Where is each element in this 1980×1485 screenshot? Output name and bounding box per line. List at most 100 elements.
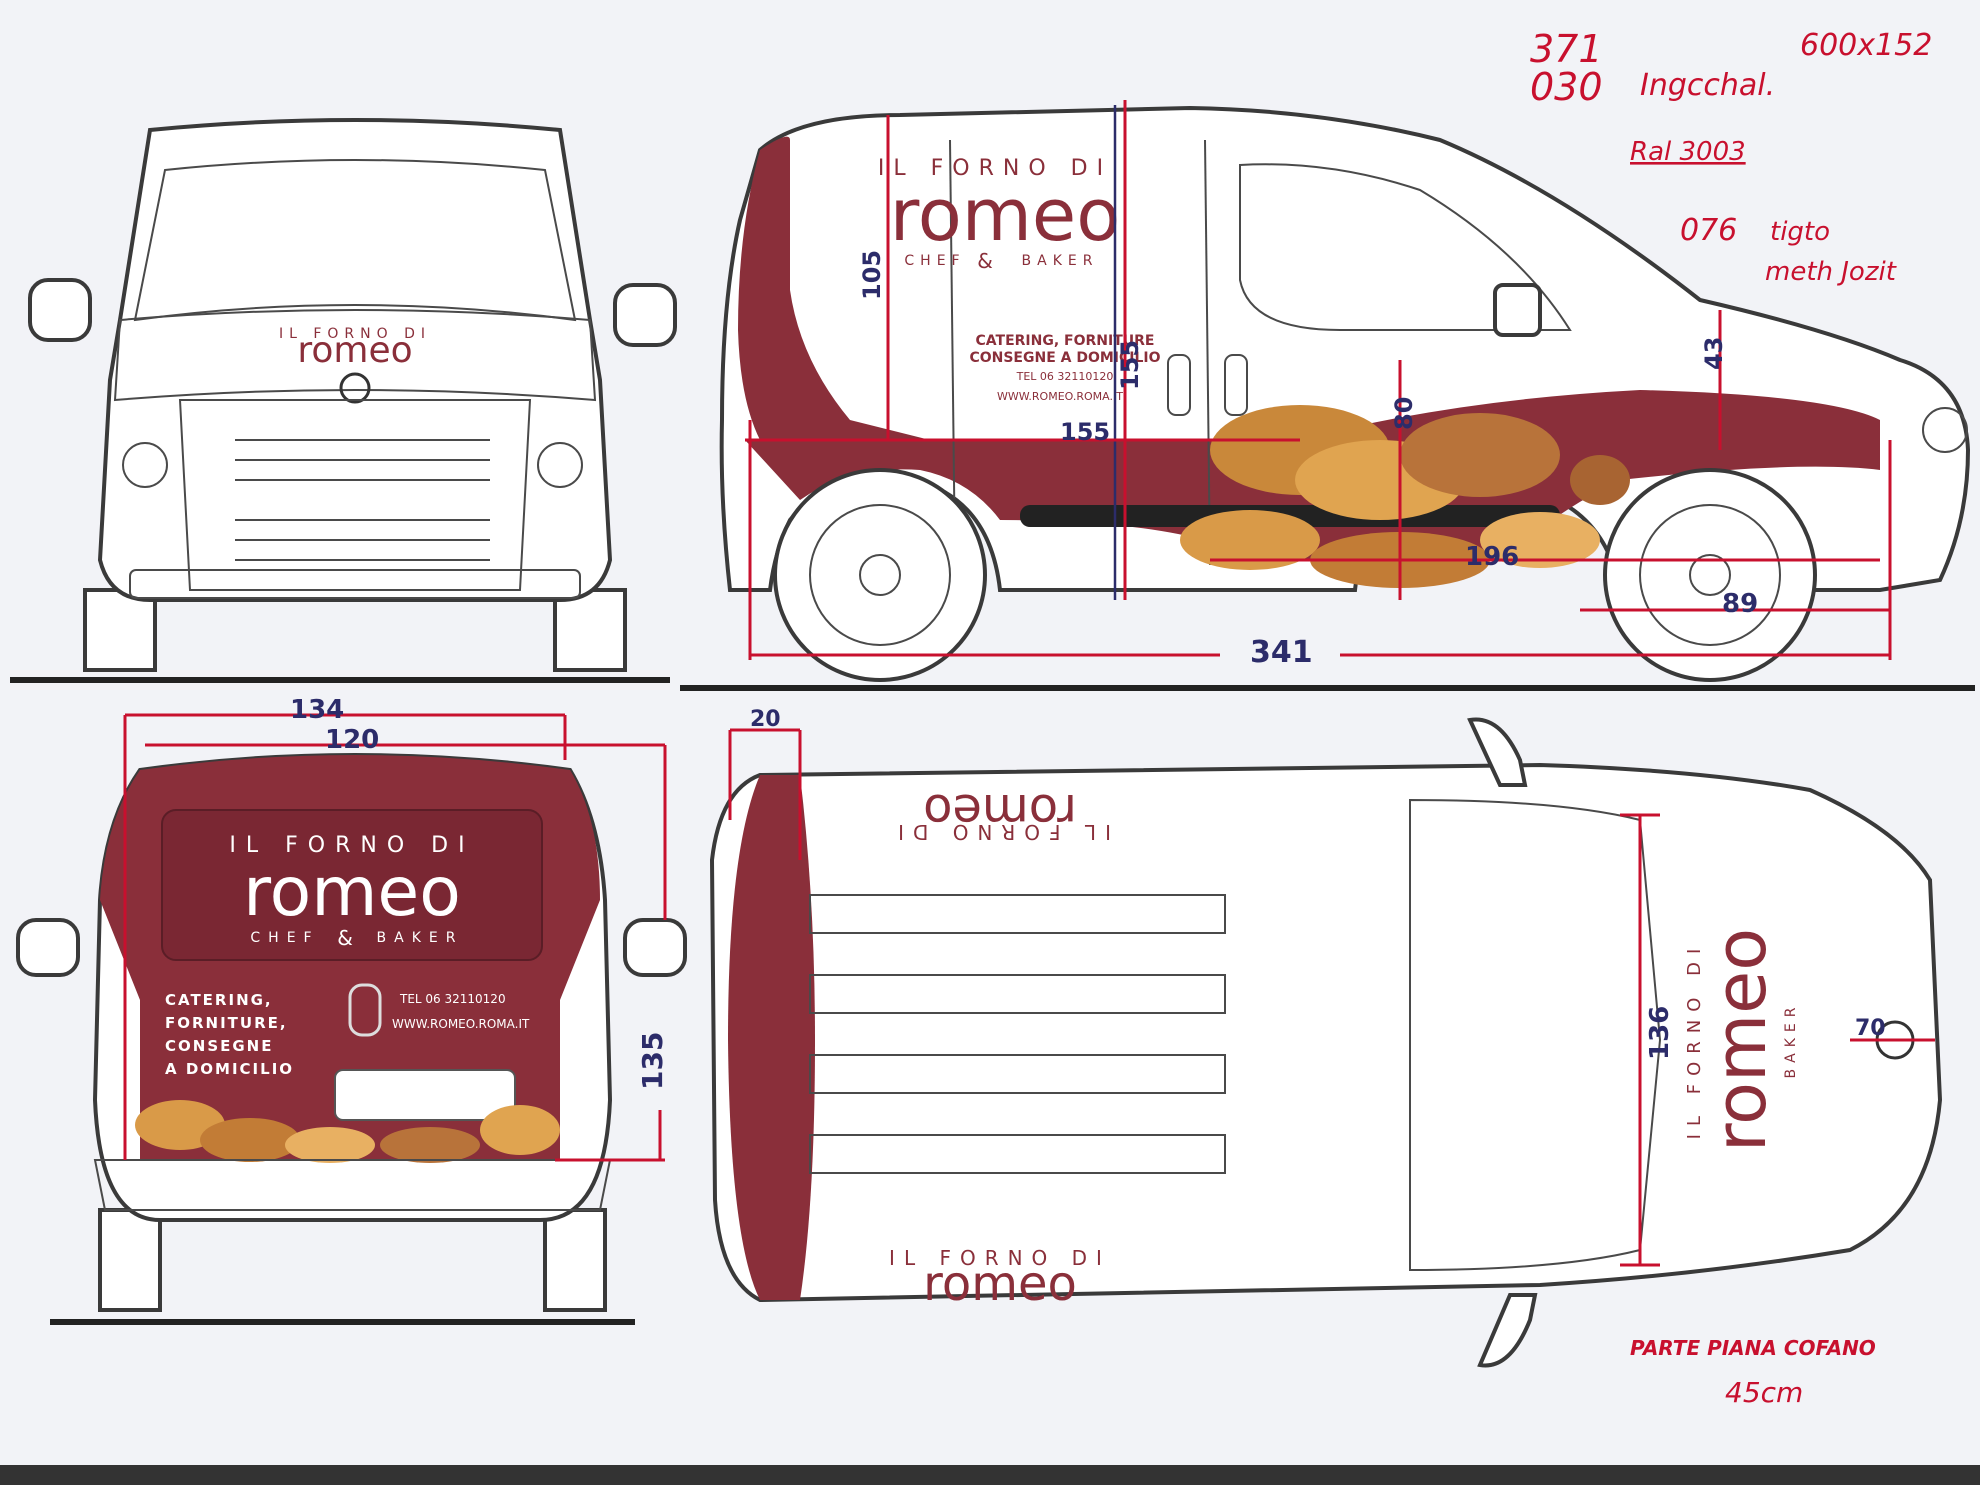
rear-logo-sub-right: BAKER [377,930,464,946]
note-hood-flat: PARTE PIANA COFANO [1630,1336,1876,1360]
side-services-1: CATERING, FORNITURE [976,333,1155,349]
top-mirror-upper [1467,717,1528,787]
side-door-handle-2 [1224,354,1248,416]
roof-rail-1 [809,894,1226,934]
dim-155-vertical: 155 [1116,340,1144,390]
note-076-word: tigto [1770,217,1830,247]
note-030: 030 [1530,65,1603,109]
rear-bread-photo [135,1100,560,1163]
dim-89: 89 [1722,589,1758,619]
side-door-line [1204,139,1211,566]
side-dimensions [745,100,1892,660]
front-wheel-right [553,588,627,672]
table-edge [0,1465,1980,1485]
rear-handle [348,983,382,1037]
rear-bumper [93,1159,612,1211]
top-logo-hood: IL FORNO DI romeo BAKER [1684,928,1799,1152]
rear-services-3: CONSEGNE [165,1037,273,1055]
top-side-logo-pre: IL FORNO DI [889,1246,1111,1270]
front-logo-pre: IL FORNO DI [279,326,431,342]
note-076: 076 [1680,213,1737,248]
front-hood-line [113,309,597,402]
rear-services-2: FORNITURE, [165,1014,288,1032]
note-030-word: Ingcchal. [1640,68,1775,103]
dim-80: 80 [1390,397,1418,430]
dim-136: 136 [1645,1006,1675,1060]
side-tel: TEL 06 32110120 [1016,370,1114,383]
rear-dimensions [123,713,667,1162]
dim-70: 70 [1855,1016,1886,1041]
dim-105: 105 [858,250,886,300]
rear-logo-name: romeo [243,853,461,932]
note-371: 371 [1530,27,1603,71]
side-window [1239,163,1572,331]
front-grille-bars [235,439,490,561]
top-windshield [1409,798,1662,1272]
side-wheel-front [1603,468,1817,682]
rear-view: IL FORNO DI romeo CHEF & BAKER CATERING,… [16,753,687,1312]
top-hood-logo-name: romeo [1700,928,1782,1152]
side-logo-name: romeo [890,173,1121,257]
dim-155-horizontal: 155 [1060,418,1110,446]
dim-134: 134 [290,695,344,725]
rear-services-4: A DOMICILIO [165,1060,294,1078]
side-maroon-rear [738,136,930,440]
rear-logo-sub-left: CHEF [250,930,319,946]
dim-120: 120 [325,725,379,755]
side-logo-pre: IL FORNO DI [878,156,1112,181]
front-grille-frame [178,399,532,591]
dim-196: 196 [1465,542,1519,572]
top-body [709,762,1943,1303]
note-size: 600x152 [1800,28,1932,63]
front-logo-name: romeo [297,330,412,371]
top-maroon-rear [728,775,815,1300]
side-door-handle-1 [1167,354,1191,416]
dim-135: 135 [636,1032,669,1090]
mirror-right [613,283,677,347]
front-view: IL FORNO DI romeo [28,118,677,672]
mirror-left [28,278,92,342]
side-logo-sub-amp: & [977,249,993,273]
top-hood-logo-pre: IL FORNO DI [1684,941,1705,1140]
side-view: IL FORNO DI romeo CHEF & BAKER CATERING,… [719,105,1971,682]
rear-plate [334,1069,516,1121]
side-logo-sub-right: BAKER [1022,253,1099,269]
headlamp-left [122,442,168,488]
note-hood-size: 45cm [1725,1376,1803,1409]
mirror-rear-left [16,918,80,977]
side-door-line-2 [949,139,956,566]
side-logo-sub-left: CHEF [904,253,965,269]
top-side-logo-upper: romeo IL FORNO DI [889,783,1111,844]
top-side-logo-name: romeo [923,1256,1077,1312]
side-headlamp [1922,407,1968,453]
rear-window [161,809,543,961]
top-hood-logo-sub: BAKER [1783,1002,1799,1079]
dim-341: 341 [1250,635,1313,670]
top-dimensions [728,728,1935,1267]
roof-rail-3 [809,1054,1226,1094]
rear-services-1: CATERING, [165,991,273,1009]
front-bumper [129,569,581,599]
side-web: WWW.ROMEO.ROMA.IT [997,390,1123,403]
rear-logo-sub-amp: & [337,926,353,950]
rear-wheel-right [543,1208,607,1312]
front-windshield [133,159,577,322]
note-5: meth Jozit [1765,257,1897,287]
roof-rail-4 [809,1134,1226,1174]
note-ral: Ral 3003 [1630,137,1746,167]
dim-20: 20 [750,707,781,732]
side-mirror [1493,283,1542,337]
top-upper-logo-pre: IL FORNO DI [889,820,1111,844]
headlamp-right [537,442,583,488]
front-wheel-left [83,588,157,672]
rear-logo-pre: IL FORNO DI [229,833,474,858]
rear-tel: TEL 06 32110120 [399,992,506,1006]
side-bread-photo [1180,405,1630,588]
side-services-2: CONSEGNE A DOMICILIO [969,350,1160,366]
top-upper-logo-name: romeo [923,783,1077,839]
side-wheel-rear [773,468,987,682]
roof-rail-2 [809,974,1226,1014]
rear-wheel-left [98,1208,162,1312]
dim-43: 43 [1700,337,1728,370]
